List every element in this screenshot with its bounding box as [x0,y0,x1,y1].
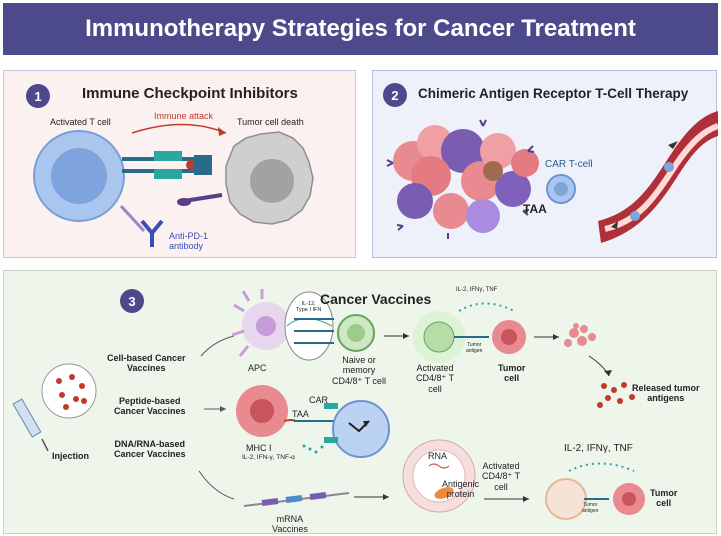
activated-line3: cell [428,383,442,394]
label-activated-t-cell-bottom: Activated CD4/8⁺ T cell [482,461,520,492]
page-title: Immunotherapy Strategies for Cancer Trea… [3,3,718,55]
activated-t-cell-bottom [545,478,587,520]
released-antigens-dots [597,382,635,408]
label-dna-rna-based: DNA/RNA-based Cancer Vaccines [114,439,186,460]
activated2-line2: CD4/8⁺ T [482,471,521,482]
label-il12: IL-12, Type I IFN [296,301,321,314]
label-immune-attack: Immune attack [154,111,214,121]
tumor-cluster [393,125,539,233]
pd1-receptor [154,151,182,161]
panel3-title: Cancer Vaccines [320,291,432,307]
tumor-antigen-bottom-line1: Tumor [583,502,598,508]
vaccines-illustration [12,289,645,520]
label-cytokines-top: IL-2, IFNγ, TNF [456,287,498,293]
dna-rna-line1: DNA/RNA-based [114,439,186,449]
syringe-icon [12,398,49,452]
label-taa-vaccine: TAA [292,409,309,419]
label-naive-t-cell: Naive or memory CD4/8⁺ T cell [332,355,386,386]
t-cell-nucleus [51,148,107,204]
panel-checkpoint-inhibitors: 1 Immune Checkpoint Inhibitors Activated… [3,70,356,258]
activated-line2: CD4/8⁺ T [416,373,455,384]
peptide-based-line2: Cancer Vaccines [114,406,186,417]
label-activated-t-cell-top: Activated CD4/8⁺ T cell [416,363,454,394]
dying-tumor-cell [564,323,596,347]
anti-pd1-line1: Anti-PD-1 [169,231,209,241]
activated2-line1: Activated [482,461,520,471]
tumor-cell-top-line2: cell [504,373,520,384]
car-t-illustration [386,111,718,243]
tumor-nucleus [250,159,294,203]
tumor-cell-bottom-line2: cell [656,498,672,509]
label-car-t-cell: CAR T-cell [545,159,593,170]
panel-car-t-therapy: 2 Chimeric Antigen Receptor T-Cell Thera… [372,70,718,258]
tumor-cell-bottom-line1: Tumor [650,488,678,498]
label-antigenic-protein: Antigenic protein [442,479,479,500]
label-car: CAR [309,395,329,405]
panel-cancer-vaccines: 3 Cancer Vaccines Cell-based Cancer Vacc… [3,270,717,534]
tumor-antigen-bottom-line2: antigen [582,507,599,514]
injection-vial [41,363,97,419]
antigenic-line1: Antigenic [442,479,480,489]
peptide-based-line1: Peptide-based [119,396,181,406]
checkpoint-illustration [33,123,314,247]
tumor-antigen-top-line1: Tumor [467,342,482,348]
label-cytokines-mid: IL-2, IFN-γ, TNF-α [242,454,295,461]
label-tumor-cell-top: Tumor cell [498,363,525,384]
released-line2: antigens [647,393,685,404]
antigenic-line2: protein [446,489,475,500]
label-tumor-cell-bottom: Tumor cell [650,488,677,509]
label-tumor-cell-death: Tumor cell death [237,117,304,127]
label-activated-t-cell: Activated T cell [50,117,111,127]
label-cell-based: Cell-based Cancer Vaccines [107,353,186,374]
label-cytokines-bottom: IL-2, IFNγ, TNF [564,443,633,454]
activated2-line3: cell [494,481,508,492]
taa-receptors [386,119,535,239]
panel-number-3: 3 [120,289,144,313]
naive-line1: Naive or [342,355,376,365]
panel1-title: Immune Checkpoint Inhibitors [82,85,298,102]
naive-line2: memory [342,365,376,376]
panel2-title: Chimeric Antigen Receptor T-Cell Therapy [418,86,689,101]
anti-pd1-line2: antibody [169,241,204,252]
label-tumor-antigen-bottom: Tumor antigen [582,502,599,515]
naive-line3: CD4/8⁺ T cell [332,375,386,386]
pdl1-ligand [186,160,196,170]
mrna-strand [243,492,350,507]
il12-line1: IL-12, [301,301,316,307]
tumor-antigen-top-line2: antigen [466,347,483,354]
panel-number-2: 2 [383,83,407,107]
panel-number-1: 1 [26,84,50,108]
label-taa: TAA [523,202,547,216]
label-injection: Injection [52,451,90,461]
label-peptide-based: Peptide-based Cancer Vaccines [114,396,186,417]
tumor-cell-top-line1: Tumor [498,363,526,373]
label-rna: RNA [428,451,448,461]
mrna-line2: Vaccines [272,524,308,535]
il12-line2: Type I IFN [296,307,322,314]
cell-based-line2: Vaccines [127,363,166,374]
cell-based-line1: Cell-based Cancer [107,353,186,363]
label-tumor-antigen-top: Tumor antigen [466,342,483,355]
immune-attack-arrow [131,123,227,134]
anti-pd1-antibody-icon [140,219,164,247]
label-released-antigens: Released tumor antigens [632,383,700,404]
mrna-line1: mRNA [276,514,304,524]
label-apc: APC [248,363,267,373]
label-anti-pd1-antibody: Anti-PD-1 antibody [169,231,208,252]
released-line1: Released tumor [632,383,700,393]
label-mhc: MHC I [246,443,272,453]
dna-rna-line2: Cancer Vaccines [114,449,186,460]
activated-line1: Activated [416,363,454,373]
label-mrna-vaccines: mRNA Vaccines [272,514,308,535]
